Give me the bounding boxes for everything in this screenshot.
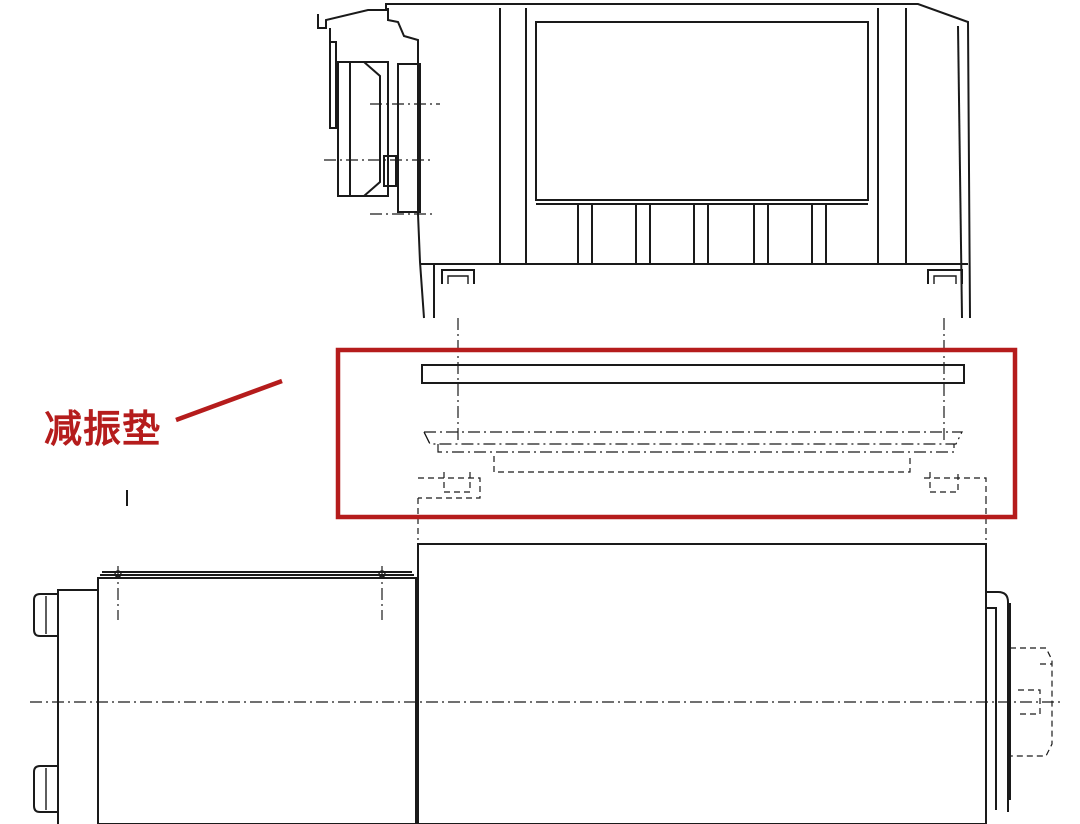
display-window (535, 21, 869, 201)
valve-body (30, 543, 1060, 824)
damper-highlight-frame (335, 347, 1018, 520)
cooling-fins (536, 203, 868, 264)
damper-pad-label: 减振垫 (44, 407, 162, 451)
damper-strip (421, 364, 965, 384)
electronics-housing (317, 3, 971, 319)
callout-leader (175, 378, 283, 423)
side-connector (324, 28, 440, 215)
damper-pad (417, 364, 987, 540)
